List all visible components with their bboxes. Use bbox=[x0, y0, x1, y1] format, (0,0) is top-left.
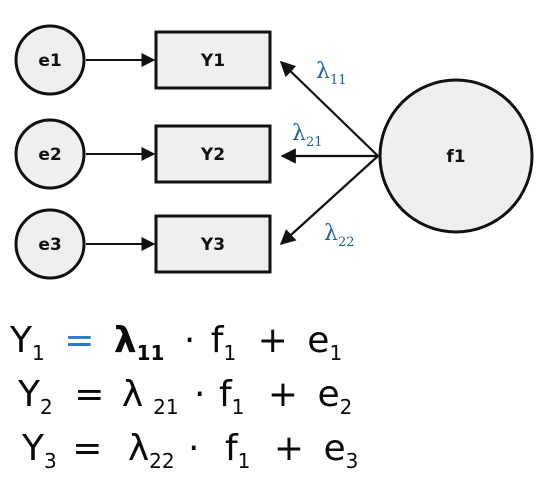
loading-label-22: λ22 bbox=[324, 221, 355, 250]
indicator-node-y3: Y3 bbox=[154, 214, 272, 274]
equation-3: Y3 = λ22 · f1 + e3 bbox=[21, 428, 358, 477]
factor-node-f1: f1 bbox=[378, 78, 534, 234]
error-node-e1: e1 bbox=[14, 24, 86, 96]
error-node-e2: e2 bbox=[14, 118, 86, 190]
error-node-e3: e3 bbox=[14, 208, 86, 280]
error-label-e3: e3 bbox=[38, 235, 61, 255]
indicator-label-y3: Y3 bbox=[200, 235, 225, 255]
loading-arrow-y3 bbox=[279, 155, 379, 246]
indicator-node-y1: Y1 bbox=[154, 30, 272, 90]
loading-arrow-y1 bbox=[279, 60, 379, 157]
loading-label-21: λ21 bbox=[292, 121, 323, 150]
indicator-node-y2: Y2 bbox=[154, 124, 272, 184]
factor-label-f1: f1 bbox=[446, 147, 465, 167]
loading-label-11: λ11 bbox=[316, 59, 347, 88]
error-label-e2: e2 bbox=[38, 145, 61, 165]
indicator-label-y2: Y2 bbox=[200, 145, 225, 165]
equation-1: Y1 = λ11 · f1 + e1 bbox=[9, 320, 342, 369]
indicator-label-y1: Y1 bbox=[200, 51, 225, 71]
error-label-e1: e1 bbox=[38, 51, 61, 71]
